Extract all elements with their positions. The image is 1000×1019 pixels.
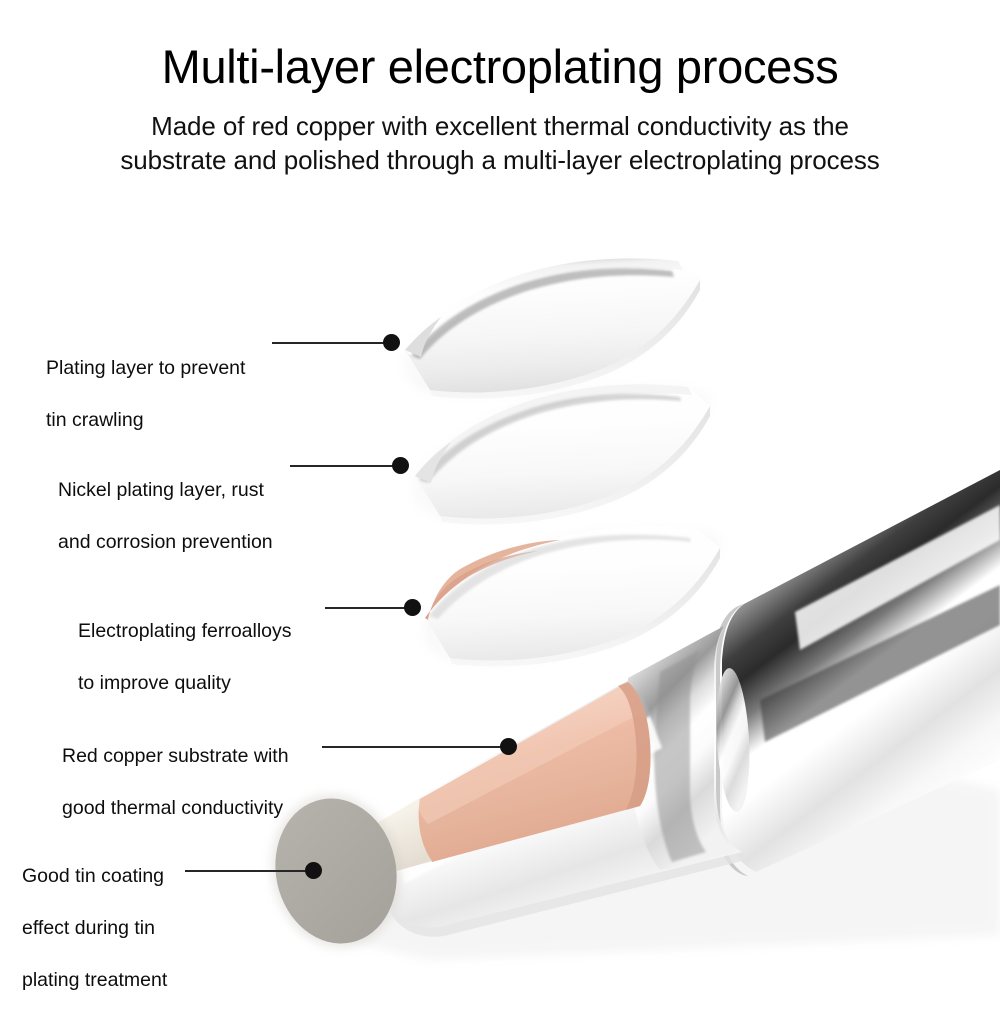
- leader-line-ferroalloy-layer: [325, 607, 413, 609]
- leader-line-tin-coating: [185, 870, 315, 872]
- callout-copper-substrate: Red copper substrate with good thermal c…: [62, 718, 289, 848]
- callout-plating-layer-line-1: Plating layer to prevent: [46, 356, 246, 379]
- callout-copper-substrate-line-2: good thermal conductivity: [62, 796, 284, 819]
- callout-plating-layer: Plating layer to prevent tin crawling: [46, 330, 245, 460]
- leader-dot-tin-coating: [305, 862, 322, 879]
- callout-copper-substrate-line-1: Red copper substrate with: [62, 744, 289, 767]
- leader-dot-copper-substrate: [500, 738, 517, 755]
- callout-tin-coating: Good tin coating effect during tin plati…: [22, 838, 167, 1019]
- callout-tin-coating-line-1: Good tin coating: [22, 864, 165, 887]
- callout-plating-layer-line-2: tin crawling: [46, 408, 144, 431]
- header: Multi-layer electroplating process Made …: [0, 0, 1000, 177]
- leader-dot-plating-layer: [383, 334, 400, 351]
- callout-tin-coating-line-2: effect during tin: [22, 916, 155, 939]
- leader-dot-ferroalloy-layer: [404, 599, 421, 616]
- leader-line-nickel-layer: [290, 465, 402, 467]
- page-subtitle: Made of red copper with excellent therma…: [0, 92, 1000, 178]
- subtitle-line-2: substrate and polished through a multi-l…: [120, 144, 880, 175]
- shell-nickel-layer: [413, 384, 713, 525]
- shell-plating-layer: [403, 258, 703, 399]
- soldering-tip-body: [271, 470, 1000, 960]
- subtitle-line-1: Made of red copper with excellent therma…: [151, 110, 849, 141]
- callout-nickel-layer: Nickel plating layer, rust and corrosion…: [58, 452, 273, 582]
- leader-line-plating-layer: [272, 342, 392, 344]
- callout-ferroalloy-layer-line-2: to improve quality: [78, 671, 231, 694]
- callout-nickel-layer-line-1: Nickel plating layer, rust: [58, 478, 264, 501]
- leader-dot-nickel-layer: [392, 457, 409, 474]
- callout-ferroalloy-layer: Electroplating ferroalloys to improve qu…: [78, 593, 292, 723]
- callout-tin-coating-line-3: plating treatment: [22, 968, 168, 991]
- callout-ferroalloy-layer-line-1: Electroplating ferroalloys: [78, 619, 292, 642]
- leader-line-copper-substrate: [322, 746, 510, 748]
- callout-nickel-layer-line-2: and corrosion prevention: [58, 530, 273, 553]
- page-title: Multi-layer electroplating process: [161, 40, 839, 93]
- shell-ferroalloy-layer: [423, 526, 723, 667]
